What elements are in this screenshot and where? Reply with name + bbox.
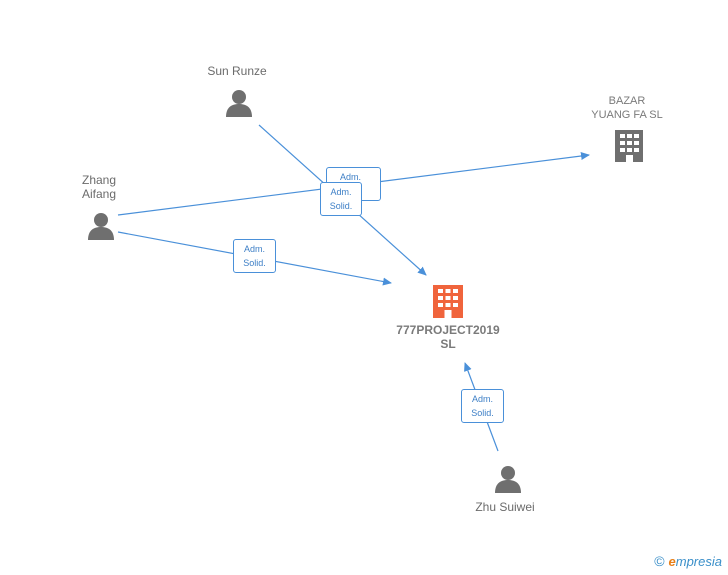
person-icon[interactable]	[226, 90, 252, 117]
person-icon[interactable]	[88, 213, 114, 240]
node-label-zhang-aifang[interactable]: Zhang Aifang	[81, 173, 117, 201]
edge-label-zhu-to-project[interactable]: Adm. Solid.	[461, 389, 504, 423]
person-icon[interactable]	[495, 466, 521, 493]
empresia-logo[interactable]: ©empresia	[654, 553, 722, 569]
edge-label-zhang-to-bazar[interactable]: Adm. Solid.	[320, 182, 362, 216]
node-label-777project2019[interactable]: 777PROJECT2019 SL	[396, 323, 500, 351]
copyright-icon: ©	[654, 553, 665, 569]
node-label-bazar[interactable]: BAZAR YUANG FA SL	[591, 95, 663, 121]
node-label-zhu-suiwei[interactable]: Zhu Suiwei	[475, 500, 535, 514]
brand-name: mpresia	[675, 554, 722, 569]
node-label-sun-runze[interactable]: Sun Runze	[207, 64, 267, 78]
building-icon-main[interactable]	[433, 285, 463, 318]
building-icon[interactable]	[615, 130, 643, 162]
brand-initial: e	[668, 554, 676, 569]
edge-label-zhang-to-project[interactable]: Adm. Solid.	[233, 239, 276, 273]
